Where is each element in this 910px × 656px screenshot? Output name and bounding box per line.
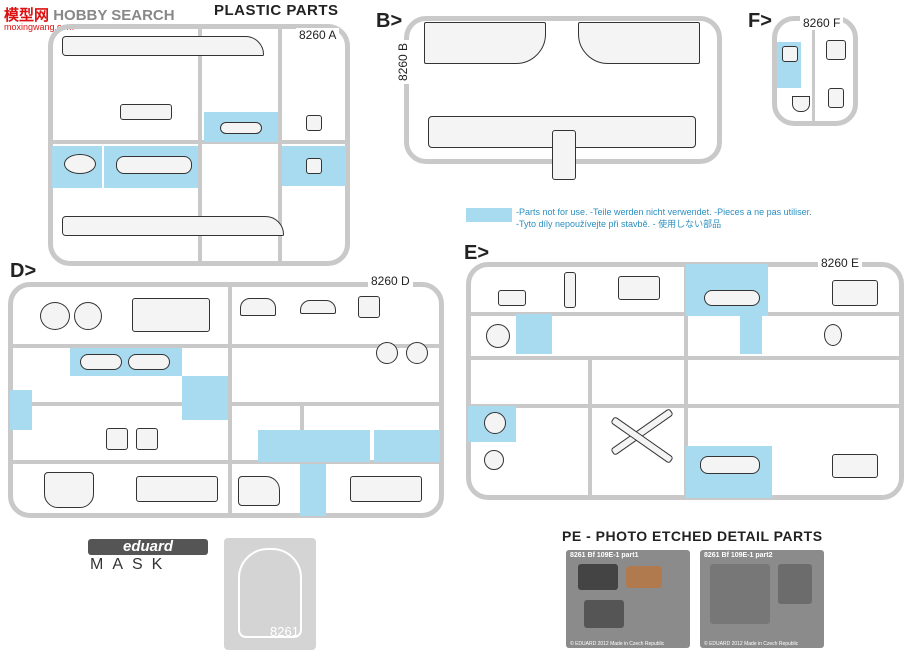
part-e-stick: [564, 272, 576, 308]
pe-sheet-1: 8261 Bf 109E-1 part1 © EDUARD 2012 Made …: [566, 550, 690, 648]
fuselage-half-right: [62, 216, 284, 236]
sprue-d-unused-4: [258, 430, 370, 462]
part-a-rack: [116, 156, 192, 174]
part-d-radiator: [300, 300, 336, 314]
mask-sheet: 8261: [224, 538, 316, 650]
pe-frets-2: [778, 564, 812, 604]
part-d-flap: [238, 476, 280, 506]
pe-sheet-2-title: 8261 Bf 109E-1 part2: [704, 552, 773, 559]
mask-code: 8261: [270, 624, 299, 639]
wing-part-left: [424, 22, 546, 64]
part-d-box-2: [136, 428, 158, 450]
sprue-b-code: 8260 B: [396, 39, 410, 84]
sprue-f-label: F>: [748, 10, 772, 32]
part-f-3: [792, 96, 810, 112]
pe-seatbelts: [626, 566, 662, 588]
wing-part-right: [578, 22, 700, 64]
sprue-d-unused-5: [374, 430, 440, 462]
pe-sheet-2: 8261 Bf 109E-1 part2 © EDUARD 2012 Made …: [700, 550, 824, 648]
sprue-e-code: 8260 E: [818, 256, 863, 270]
part-a-small: [120, 104, 172, 120]
sprue-d-code: 8260 D: [368, 274, 413, 288]
pe-parts-title: PE - PHOTO ETCHED DETAIL PARTS: [562, 528, 823, 544]
part-d-box-1: [106, 428, 128, 450]
sprue-d-label: D>: [10, 260, 37, 282]
eduard-logo: eduard: [88, 539, 208, 555]
mask-word: MASK: [90, 556, 172, 573]
part-f-1: [782, 46, 798, 62]
sprue-d-unused-6: [300, 464, 326, 516]
wheel-left: [40, 302, 70, 330]
sprue-a-code: 8260 A: [296, 28, 340, 42]
sprue-e-unused-3: [740, 314, 762, 354]
legend-line-1: -Parts not for use. -Teile werden nicht …: [516, 207, 812, 217]
watermark-brand-cn: 模型网: [4, 7, 50, 24]
part-e-engine: [832, 280, 878, 306]
wheel-right: [74, 302, 102, 330]
wing-center: [552, 130, 576, 180]
plastic-parts-title: PLASTIC PARTS: [214, 2, 339, 19]
part-e-tank: [704, 290, 760, 306]
legend-line-2: -Tyto díly nepoužívejte při stavbě. - 使用…: [516, 219, 722, 229]
part-e-ring: [486, 324, 510, 348]
sprue-d-unused-2: [182, 376, 228, 420]
part-e-tank-2: [700, 456, 760, 474]
part-e-engine-2: [832, 454, 878, 478]
part-f-4: [828, 88, 844, 108]
drop-tank-2: [128, 354, 170, 370]
sprue-b-label: B>: [376, 10, 403, 32]
watermark-site: moxingwang.com: [4, 22, 75, 32]
part-a-tank: [220, 122, 262, 134]
part-e-tail: [618, 276, 660, 300]
sprue-e-unused-2: [516, 314, 552, 354]
mask-outline: [238, 548, 302, 638]
pe-instrument-panel: [578, 564, 618, 590]
part-e-1: [498, 290, 526, 306]
pe-sheet-1-footer: © EDUARD 2012 Made in Czech Republic: [570, 641, 665, 647]
drop-tank-1: [80, 354, 122, 370]
sprue-e-label: E>: [464, 242, 490, 264]
part-e-tire: [484, 450, 504, 470]
part-e-spinner: [484, 412, 506, 434]
tire-2: [406, 342, 428, 364]
part-a-frame-2: [306, 158, 322, 174]
part-d-rails: [350, 476, 422, 502]
pe-frets: [710, 564, 770, 624]
gear-doors: [44, 472, 94, 508]
part-d-cowl: [240, 298, 276, 316]
part-a-frame: [306, 115, 322, 131]
sprue-d-unused-3: [10, 390, 32, 430]
part-d-flaps: [132, 298, 210, 332]
watermark-brand: 模型网 HOBBY SEARCH: [4, 4, 175, 25]
part-e-mount: [824, 324, 842, 346]
sprue-f-code: 8260 F: [800, 16, 844, 30]
watermark-brand-en: HOBBY SEARCH: [53, 7, 175, 24]
part-d-seat: [358, 296, 380, 318]
part-a-oval: [64, 154, 96, 174]
pe-panel-2: [584, 600, 624, 628]
part-f-2: [826, 40, 846, 60]
fuselage-half-left: [62, 36, 264, 56]
part-d-strips: [136, 476, 218, 502]
pe-sheet-1-title: 8261 Bf 109E-1 part1: [570, 552, 639, 559]
legend-swatch: [466, 208, 512, 222]
pe-sheet-2-footer: © EDUARD 2012 Made in Czech Republic: [704, 641, 799, 647]
tire-1: [376, 342, 398, 364]
